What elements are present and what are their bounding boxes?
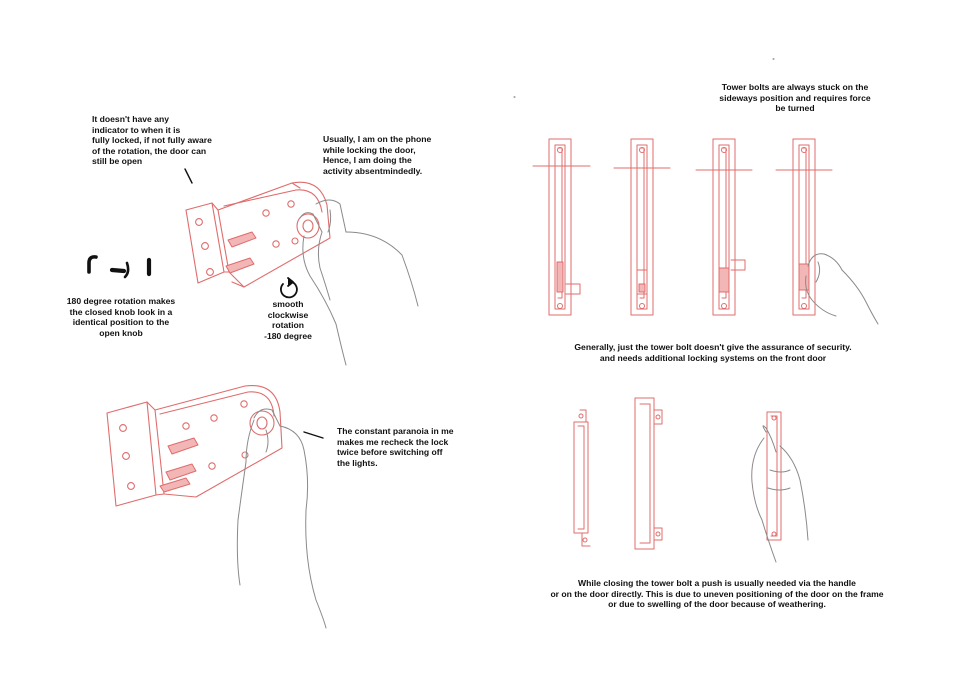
rim-lock-latches-top: [225, 231, 257, 274]
clockwise-arrow-icon: [280, 277, 298, 299]
rim-lock-sketch-bottom: [106, 384, 283, 507]
note-indicator: It doesn't have any indicator to when it…: [92, 114, 212, 167]
rim-lock-latches-bottom: [159, 437, 199, 493]
note-phone: Usually, I am on the phone while locking…: [323, 134, 432, 176]
tower-bolt-3: [695, 138, 753, 316]
pointer-line-indicator: [184, 168, 193, 184]
pointer-line-paranoia: [303, 431, 324, 439]
knob-rotation-icon: [87, 255, 152, 279]
stray-marks: [513, 58, 775, 98]
note-closing-push: While closing the tower bolt a push is u…: [550, 578, 884, 610]
note-180-rotation: 180 degree rotation makes the closed kno…: [66, 296, 176, 338]
note-assurance: Generally, just the tower bolt doesn't g…: [574, 342, 852, 363]
tower-bolt-closing-sketch: [573, 397, 782, 550]
rim-lock-sketch-top: [185, 181, 331, 288]
hand-sketch-bottom: [236, 408, 327, 629]
tower-bolts-row: [532, 138, 833, 316]
tower-bolt-1: [532, 138, 591, 316]
hand-sketch-top: [299, 199, 419, 366]
hand-sketch-closing: [751, 425, 809, 563]
note-smooth-rotation: smooth clockwise rotation -180 degree: [264, 299, 312, 341]
tower-bolt-4: [775, 138, 833, 316]
hand-sketch-tower-bolt: [805, 253, 879, 325]
tower-bolt-2: [613, 138, 671, 316]
note-paranoia: The constant paranoia in me makes me rec…: [337, 426, 454, 468]
note-tower-stuck: Tower bolts are always stuck on the side…: [719, 82, 871, 114]
